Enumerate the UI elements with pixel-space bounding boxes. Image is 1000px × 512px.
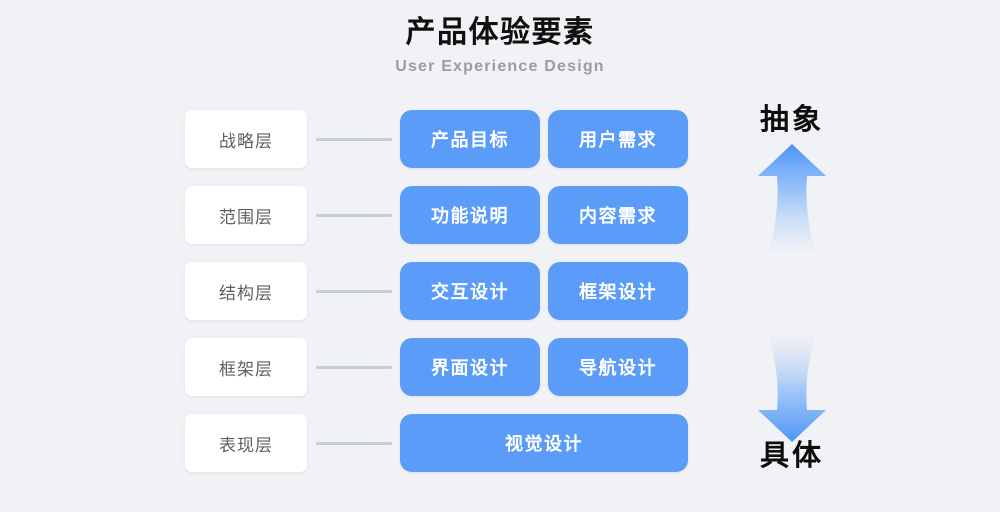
layer-label-4[interactable]: 表现层: [185, 414, 307, 472]
card-group: 产品目标 用户需求: [400, 110, 688, 168]
axis-label-top: 抽象: [759, 104, 824, 136]
layer-rows: 战略层 产品目标 用户需求范围层 功能说明 内容需求结构层 交互设计 框架设计框架层 界面设计…: [0, 110, 1000, 490]
layer-label-text: 结构层: [219, 283, 273, 303]
connector-line: [316, 138, 392, 141]
element-card[interactable]: 导航设计: [548, 338, 688, 396]
card-group: 功能说明 内容需求: [400, 186, 688, 244]
connector-line: [316, 290, 392, 293]
element-card-label: 交互设计: [431, 282, 509, 302]
layer-label-0[interactable]: 战略层: [185, 110, 307, 168]
connector-line: [316, 442, 392, 445]
card-group: 交互设计 框架设计: [400, 262, 688, 320]
layer-row: 表现层 视觉设计: [0, 414, 1000, 472]
element-card-label: 框架设计: [579, 282, 657, 302]
layer-row: 结构层 交互设计 框架设计: [0, 262, 1000, 320]
element-card-label: 导航设计: [579, 358, 657, 378]
element-card[interactable]: 框架设计: [548, 262, 688, 320]
layer-label-text: 范围层: [219, 207, 273, 227]
element-card-label: 功能说明: [431, 206, 509, 226]
element-card[interactable]: 界面设计: [400, 338, 540, 396]
arrow-up-icon: [754, 142, 830, 254]
layer-row: 战略层 产品目标 用户需求: [0, 110, 1000, 168]
axis-label-bottom: 具体: [759, 440, 824, 472]
arrow-down-icon: [754, 332, 830, 444]
element-card-label: 内容需求: [579, 206, 657, 226]
layer-label-2[interactable]: 结构层: [185, 262, 307, 320]
element-card-label: 界面设计: [431, 358, 509, 378]
connector-line: [316, 366, 392, 369]
abstraction-axis: 抽象: [722, 96, 862, 476]
element-card-label: 产品目标: [431, 130, 509, 150]
element-card-label: 视觉设计: [505, 434, 583, 454]
element-card[interactable]: 功能说明: [400, 186, 540, 244]
card-group: 界面设计 导航设计: [400, 338, 688, 396]
layer-row: 框架层 界面设计 导航设计: [0, 338, 1000, 396]
page-title: 产品体验要素: [405, 16, 595, 49]
layer-label-1[interactable]: 范围层: [185, 186, 307, 244]
header: 产品体验要素 User Experience Design: [0, 14, 1000, 76]
page-subtitle: User Experience Design: [395, 57, 605, 75]
element-card[interactable]: 交互设计: [400, 262, 540, 320]
element-card-label: 用户需求: [579, 130, 657, 150]
layer-label-3[interactable]: 框架层: [185, 338, 307, 396]
layer-label-text: 战略层: [219, 131, 273, 151]
element-card[interactable]: 产品目标: [400, 110, 540, 168]
element-card[interactable]: 内容需求: [548, 186, 688, 244]
layer-label-text: 框架层: [219, 359, 273, 379]
element-card[interactable]: 用户需求: [548, 110, 688, 168]
layer-label-text: 表现层: [219, 435, 273, 455]
card-group: 视觉设计: [400, 414, 688, 472]
element-card[interactable]: 视觉设计: [400, 414, 688, 472]
layer-row: 范围层 功能说明 内容需求: [0, 186, 1000, 244]
connector-line: [316, 214, 392, 217]
